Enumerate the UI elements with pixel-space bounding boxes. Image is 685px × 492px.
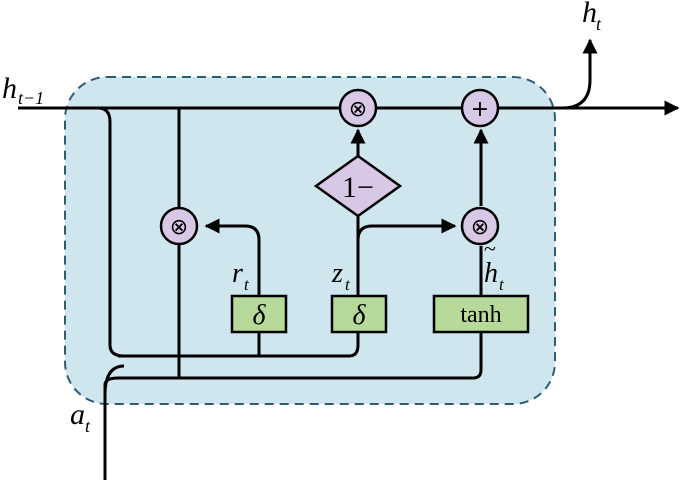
one-minus-op: 1− — [313, 154, 403, 218]
svg-text:t: t — [499, 275, 505, 294]
svg-text:t: t — [244, 275, 250, 294]
svg-text:t: t — [345, 275, 351, 294]
label-z-t: z t — [331, 258, 351, 294]
svg-text:tanh: tanh — [460, 302, 501, 328]
svg-text:t: t — [596, 14, 602, 34]
multiply-op-top: ⊗ — [338, 88, 378, 128]
svg-text:+: + — [471, 97, 489, 122]
svg-text:z: z — [331, 258, 343, 289]
svg-text:1−: 1− — [342, 171, 374, 204]
add-op: + — [460, 88, 500, 128]
svg-text:r: r — [232, 258, 243, 289]
label-h-prev: h t−1 — [2, 72, 44, 108]
svg-text:h: h — [2, 72, 17, 105]
label-h-candidate: ~ h t — [484, 236, 505, 294]
label-a-t: a t — [70, 398, 91, 436]
svg-text:h: h — [582, 0, 597, 29]
svg-text:δ: δ — [352, 300, 366, 331]
svg-text:t: t — [85, 416, 91, 436]
svg-text:~: ~ — [484, 236, 496, 261]
tanh-gate-box: tanh — [432, 294, 530, 334]
reset-gate-box: δ — [230, 294, 288, 334]
cell-boundary — [64, 76, 556, 405]
svg-text:⊗: ⊗ — [349, 97, 367, 122]
svg-text:δ: δ — [252, 300, 266, 331]
svg-text:⊗: ⊗ — [471, 215, 489, 240]
multiply-op-update: ⊗ — [460, 206, 500, 246]
label-r-t: r t — [232, 258, 250, 294]
svg-text:t−1: t−1 — [18, 88, 44, 108]
update-gate-box: δ — [330, 294, 388, 334]
label-h-out: h t — [582, 0, 602, 34]
svg-text:h: h — [484, 258, 498, 289]
svg-text:a: a — [70, 398, 85, 431]
multiply-op-reset: ⊗ — [159, 206, 199, 246]
svg-text:⊗: ⊗ — [170, 215, 188, 240]
